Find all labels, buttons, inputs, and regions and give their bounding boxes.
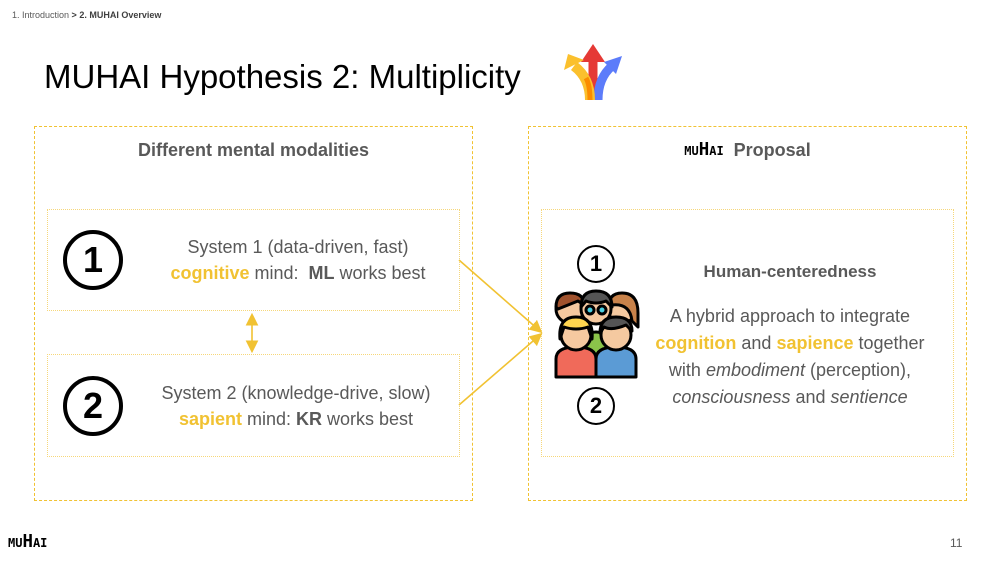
people-group-icon: [554, 289, 640, 379]
number-1-small-icon: 1: [577, 245, 615, 283]
together-text: together: [853, 333, 925, 353]
logo-suffix: AI: [709, 143, 724, 158]
system-1-highlight: cognitive: [170, 263, 250, 283]
description-line-1: A hybrid approach to integrate: [669, 306, 911, 326]
breadcrumb-separator: >: [69, 10, 80, 20]
description-line-3: with embodiment (perception),: [640, 357, 940, 384]
system-2-strong: KR: [296, 409, 323, 429]
system-2-mid: mind:: [241, 409, 297, 429]
breadcrumb-current: 2. MUHAI Overview: [79, 10, 162, 20]
system-1-line1: System 1 (data-driven, fast): [187, 237, 409, 257]
system-1-strong: ML: [308, 263, 335, 283]
embodiment-text: embodiment: [705, 360, 805, 380]
description-line-2: cognition and sapience together: [640, 330, 940, 357]
page-title: MUHAI Hypothesis 2: Multiplicity: [44, 58, 521, 95]
system-1-text: System 1 (data-driven, fast) cognitive m…: [148, 234, 448, 286]
sapience-highlight: sapience: [776, 333, 854, 353]
system-1-tail: works best: [334, 263, 426, 283]
sentience-text: sentience: [830, 387, 908, 407]
footer-logo-prefix: MU: [8, 536, 23, 550]
system-2-line1: System 2 (knowledge-drive, slow): [161, 383, 431, 403]
left-panel-header: Different mental modalities: [137, 140, 370, 160]
description-line-4: consciousness and sentience: [640, 384, 940, 411]
proposal-label: Proposal: [733, 140, 811, 160]
and-2: and: [790, 387, 831, 407]
number-1-icon: 1: [63, 230, 123, 290]
system-2-highlight: sapient: [178, 409, 242, 429]
logo-h: H: [698, 139, 710, 160]
system-2-box: 2 System 2 (knowledge-drive, slow) sapie…: [47, 354, 460, 457]
system-2-line2: sapient mind: KR works best: [136, 406, 456, 432]
cognition-highlight: cognition: [655, 333, 737, 353]
footer-logo-suffix: AI: [32, 536, 48, 550]
footer-logo-h: H: [22, 532, 33, 553]
system-2-tail: works best: [322, 409, 414, 429]
consciousness-text: consciousness: [672, 387, 791, 407]
with-text: with: [668, 360, 706, 380]
page-number: 11: [950, 536, 963, 550]
diverging-arrows-icon: [564, 44, 622, 101]
logo-prefix: MU: [684, 143, 699, 158]
and-1: and: [736, 333, 777, 353]
number-2-icon: 2: [63, 376, 123, 436]
perception-text: (perception),: [805, 360, 912, 380]
breadcrumb-parent[interactable]: 1. Introduction: [12, 10, 70, 20]
system-1-box: 1 System 1 (data-driven, fast) cognitive…: [47, 209, 460, 311]
breadcrumb: 1. Introduction > 2. MUHAI Overview: [12, 10, 161, 20]
human-centeredness-title: Human-centeredness: [703, 262, 877, 281]
proposal-description: A hybrid approach to integrate cognition…: [640, 303, 940, 411]
system-2-text: System 2 (knowledge-drive, slow) sapient…: [136, 380, 456, 432]
system-1-line2: cognitive mind: ML works best: [148, 260, 448, 286]
number-2-small-icon: 2: [577, 387, 615, 425]
system-1-mid: mind:: [249, 263, 309, 283]
